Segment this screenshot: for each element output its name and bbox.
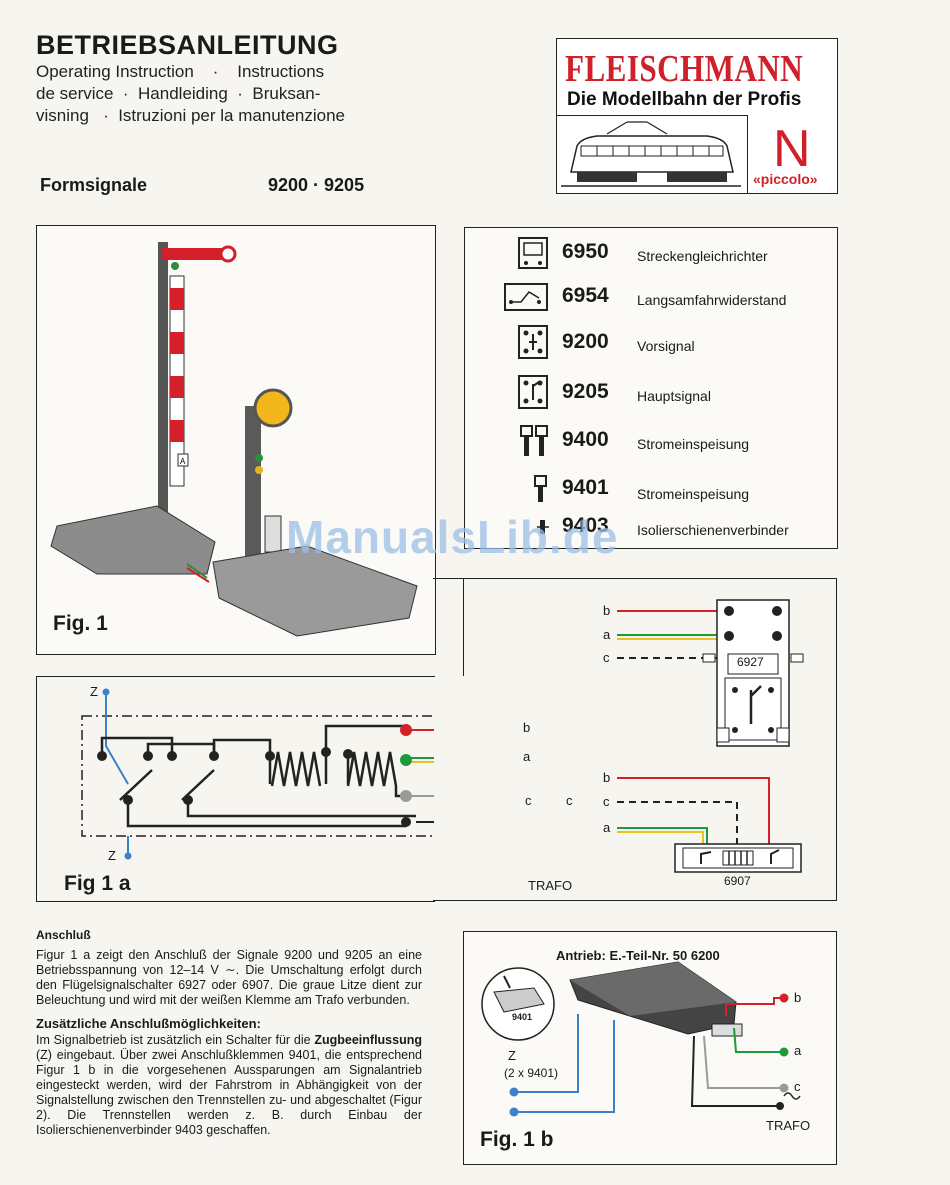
part-label: Isolierschienenverbinder [637, 522, 789, 538]
brand-name: FLEISCHMANN [565, 48, 804, 90]
panel-divider [463, 578, 464, 676]
wire-label-c: c [603, 650, 610, 665]
part-row: 6954 Langsamfahrwiderstand [465, 278, 837, 318]
fig1b-panel: Antrieb: E.-Teil-Nr. 50 6200 9401 Z (2 x… [463, 931, 837, 1165]
fig1a-wire-a: a [523, 749, 531, 764]
paragraph-emphasis: Zugbeeinflussung [314, 1033, 422, 1047]
wire-label-b: b [603, 603, 611, 618]
paragraph-text: (Z) eingebaut. Über zwei Anschlußklemmen… [36, 1048, 422, 1137]
switch-wiring-panel [433, 578, 837, 901]
inset-part-label: 9401 [510, 1012, 535, 1022]
part-row: 9200 Vorsignal [465, 324, 837, 364]
part-label: Streckengleichrichter [637, 248, 768, 264]
watermark: ManualsLib.de [286, 511, 619, 563]
brand-tagline: Die Modellbahn der Profis [567, 89, 802, 110]
signal-models-illustration: A [50, 242, 418, 637]
resistor-icon [504, 283, 548, 311]
brand-logo: FLEISCHMANN Die Modellbahn der Profis N … [556, 38, 838, 194]
wire-label-a: a [603, 820, 611, 835]
connection-paragraph: Figur 1 a zeigt den Anschluß der Signale… [36, 948, 422, 1007]
part-row: 9205 Hauptsignal [465, 374, 837, 414]
part-label: Hauptsignal [637, 388, 711, 404]
part-row: 9400 Stromeinspeisung [465, 424, 837, 464]
product-name: Formsignale [40, 175, 148, 195]
fig1b-label: Fig. 1 b [480, 1128, 554, 1151]
part-number: 9400 [562, 428, 609, 451]
home-signal-icon [518, 375, 548, 409]
z-label-top: Z [90, 684, 98, 699]
additional-options-paragraph: Im Signalbetrieb ist zusätzlich ein Scha… [36, 1033, 422, 1138]
document-title: BETRIEBSANLEITUNG [36, 30, 339, 60]
fig1a-wire-c2: c [566, 793, 573, 808]
parts-list-panel: 6950 Streckengleichrichter 6954 Langsamf… [464, 227, 838, 549]
fig1b-wire-b: b [794, 990, 802, 1005]
wire-label-a: a [603, 627, 611, 642]
rectifier-icon [518, 237, 548, 269]
fig1b-z-note: (2 x 9401) [504, 1066, 559, 1080]
svg-text:A: A [180, 457, 186, 466]
fig1a-wire-c: c [525, 793, 532, 808]
fig1a-wiring-diagram [81, 688, 434, 860]
part-label: Stromeinspeisung [637, 436, 750, 452]
instructions-text: Anschluß Figur 1 a zeigt den Anschluß de… [36, 928, 422, 1138]
feeder-single-icon [534, 475, 547, 502]
subtitle-line-3: visning · Istruzioni per la manutenzione [36, 106, 345, 125]
section-heading: Zusätzliche Anschlußmöglichkeiten: [36, 1016, 261, 1031]
fig1-panel: A Fig. 1 [36, 225, 436, 655]
paragraph-text: Im Signalbetrieb ist zusätzlich ein Scha… [36, 1033, 315, 1047]
section-heading: Anschluß [36, 928, 91, 942]
part-number: 9401 [562, 476, 609, 499]
fig1b-wire-a: a [794, 1043, 802, 1058]
z-label-bottom: Z [108, 848, 116, 863]
distant-signal-icon [518, 325, 548, 359]
switch-wiring-diagram [617, 599, 804, 873]
fig1a-trafo-label: TRAFO [528, 878, 573, 893]
fig1a-panel [36, 676, 435, 902]
unit-label-6907: 6907 [724, 874, 751, 888]
feeder-double-icon [520, 425, 548, 456]
part-row: 9401 Stromeinspeisung [465, 472, 837, 512]
scale-letter: N [773, 120, 811, 178]
subtitle-line-1: Operating Instruction · Instructions [36, 62, 325, 81]
part-label: Langsamfahrwiderstand [637, 292, 787, 308]
fig1a-label: Fig 1 a [64, 872, 131, 895]
part-row: 9403 Isolierschienenverbinder [465, 508, 837, 544]
fig1b-wire-c: c [794, 1079, 801, 1094]
wire-label-c: c [603, 794, 610, 809]
locomotive-illustration [557, 115, 748, 194]
part-number: 9200 [562, 330, 609, 353]
part-number: 9205 [562, 380, 609, 403]
drive-part-title: Antrieb: E.-Teil-Nr. 50 6200 [556, 948, 720, 963]
part-number: 6950 [562, 240, 609, 263]
fig1-label: Fig. 1 [53, 612, 108, 635]
fig1a-wire-b: b [523, 720, 531, 735]
wire-label-b: b [603, 770, 611, 785]
part-row: 6950 Streckengleichrichter [465, 234, 837, 274]
subtitle-line-2: de service · Handleiding · Bruksan- [36, 84, 321, 103]
product-numbers: 9200 · 9205 [268, 175, 365, 195]
scale-name: «piccolo» [753, 171, 818, 187]
unit-label-6927: 6927 [737, 655, 764, 669]
fig1b-trafo-label: TRAFO [766, 1118, 811, 1133]
fig1b-z-label: Z [508, 1048, 516, 1063]
part-label: Vorsignal [637, 338, 695, 354]
part-label: Stromeinspeisung [637, 486, 750, 502]
insulated-joiner-icon [537, 520, 549, 534]
part-number: 9403 [562, 514, 609, 537]
part-number: 6954 [562, 284, 609, 307]
fig1b-drive-diagram [481, 961, 801, 1117]
